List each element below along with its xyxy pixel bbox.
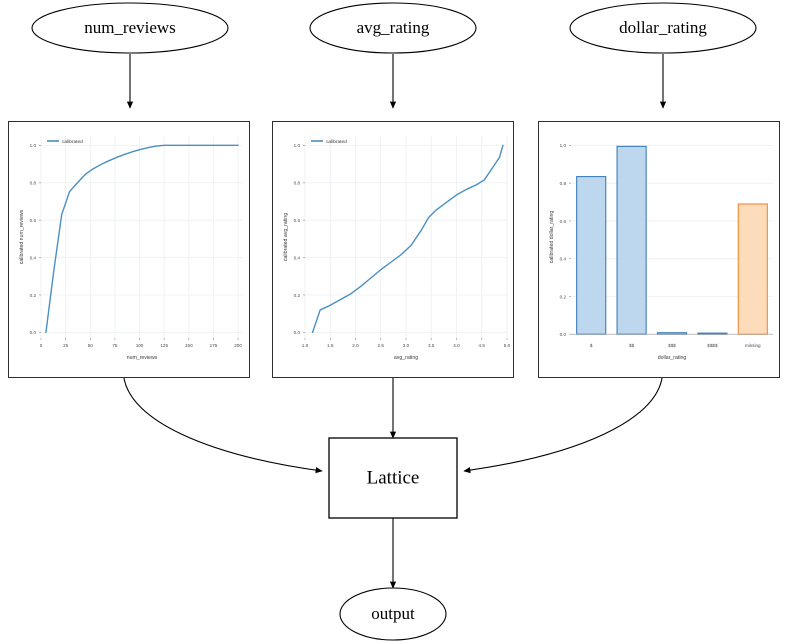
node-output-label: output — [371, 604, 415, 623]
node-num-reviews-label: num_reviews — [84, 18, 176, 37]
svg-text:4.0: 4.0 — [453, 343, 460, 348]
svg-text:num_reviews: num_reviews — [127, 355, 158, 361]
node-lattice-label: Lattice — [367, 467, 420, 488]
svg-text:0.4: 0.4 — [560, 257, 567, 262]
svg-text:1.5: 1.5 — [327, 343, 334, 348]
svg-text:2.5: 2.5 — [378, 343, 385, 348]
svg-text:0.0: 0.0 — [294, 330, 301, 335]
node-avg-rating-label: avg_rating — [357, 18, 430, 37]
node-dollar-rating-label: dollar_rating — [619, 18, 707, 37]
plot-num-reviews: 0 25 50 75 100 125 150 175 200 0.0 0.2 0.4 0.6 0.8 1.0… — [19, 136, 243, 361]
svg-text:125: 125 — [160, 343, 168, 348]
svg-text:150: 150 — [185, 343, 193, 348]
svg-text:calibrated: calibrated — [326, 139, 347, 145]
plot-avg-rating: 1.0 1.5 2.0 2.5 3.0 3.5 4.0 4.5 5.0 0.0 0.2 0.4 0.6 0… — [283, 136, 511, 361]
svg-text:0.4: 0.4 — [294, 255, 301, 260]
svg-text:calibrated: calibrated — [62, 139, 83, 145]
svg-text:$$$$: $$$$ — [707, 343, 718, 348]
edge-chart3-to-lattice — [463, 377, 663, 474]
node-output[interactable]: output — [339, 587, 447, 641]
svg-text:$: $ — [590, 343, 593, 348]
svg-text:0.2: 0.2 — [30, 293, 37, 298]
svg-text:3.5: 3.5 — [428, 343, 435, 348]
node-avg-rating[interactable]: avg_rating — [309, 2, 477, 54]
svg-text:25: 25 — [63, 343, 69, 348]
svg-text:0.6: 0.6 — [30, 218, 37, 223]
svg-text:calibrated dollar_rating: calibrated dollar_rating — [549, 211, 555, 264]
svg-text:dollar_rating: dollar_rating — [658, 355, 687, 361]
svg-text:0.6: 0.6 — [294, 218, 301, 223]
node-dollar-rating[interactable]: dollar_rating — [569, 2, 757, 54]
svg-text:1.0: 1.0 — [302, 343, 309, 348]
svg-text:100: 100 — [136, 343, 144, 348]
svg-text:missing: missing — [745, 343, 761, 348]
svg-text:1.0: 1.0 — [560, 143, 567, 148]
plot-dollar-rating: 0.00.20.40.60.81.0$$$$$$$$$$missingdolla… — [549, 136, 773, 361]
svg-text:0.0: 0.0 — [560, 332, 567, 337]
svg-text:200: 200 — [234, 343, 242, 348]
svg-text:$$: $$ — [629, 343, 635, 348]
svg-text:0.0: 0.0 — [30, 330, 37, 335]
svg-text:0: 0 — [40, 343, 43, 348]
svg-text:50: 50 — [88, 343, 94, 348]
svg-text:calibrated avg_rating: calibrated avg_rating — [283, 213, 289, 261]
svg-text:avg_rating: avg_rating — [394, 355, 418, 361]
svg-text:0.6: 0.6 — [560, 219, 567, 224]
svg-text:0.8: 0.8 — [30, 181, 37, 186]
svg-text:0.2: 0.2 — [294, 293, 301, 298]
node-num-reviews[interactable]: num_reviews — [31, 2, 229, 54]
edge-chart1-to-lattice — [123, 377, 323, 474]
svg-text:0.8: 0.8 — [294, 181, 301, 186]
svg-text:175: 175 — [210, 343, 218, 348]
svg-text:1.0: 1.0 — [30, 143, 37, 148]
svg-text:$$$: $$$ — [668, 343, 676, 348]
chart-panel-num-reviews[interactable]: 0 25 50 75 100 125 150 175 200 0.0 0.2 0.4 0.6 0.8 1.0… — [8, 121, 250, 378]
svg-text:4.5: 4.5 — [479, 343, 486, 348]
chart-panel-avg-rating[interactable]: 1.0 1.5 2.0 2.5 3.0 3.5 4.0 4.5 5.0 0.0 0.2 0.4 0.6 0… — [272, 121, 514, 378]
node-lattice[interactable]: Lattice — [328, 437, 458, 519]
svg-text:1.0: 1.0 — [294, 143, 301, 148]
svg-text:0.4: 0.4 — [30, 255, 37, 260]
svg-text:3.0: 3.0 — [403, 343, 410, 348]
svg-text:5.0: 5.0 — [504, 343, 511, 348]
svg-text:0.2: 0.2 — [560, 294, 567, 299]
svg-text:75: 75 — [112, 343, 118, 348]
svg-text:2.0: 2.0 — [352, 343, 359, 348]
svg-text:0.8: 0.8 — [560, 181, 567, 186]
svg-text:calibrated num_reviews: calibrated num_reviews — [19, 209, 25, 264]
